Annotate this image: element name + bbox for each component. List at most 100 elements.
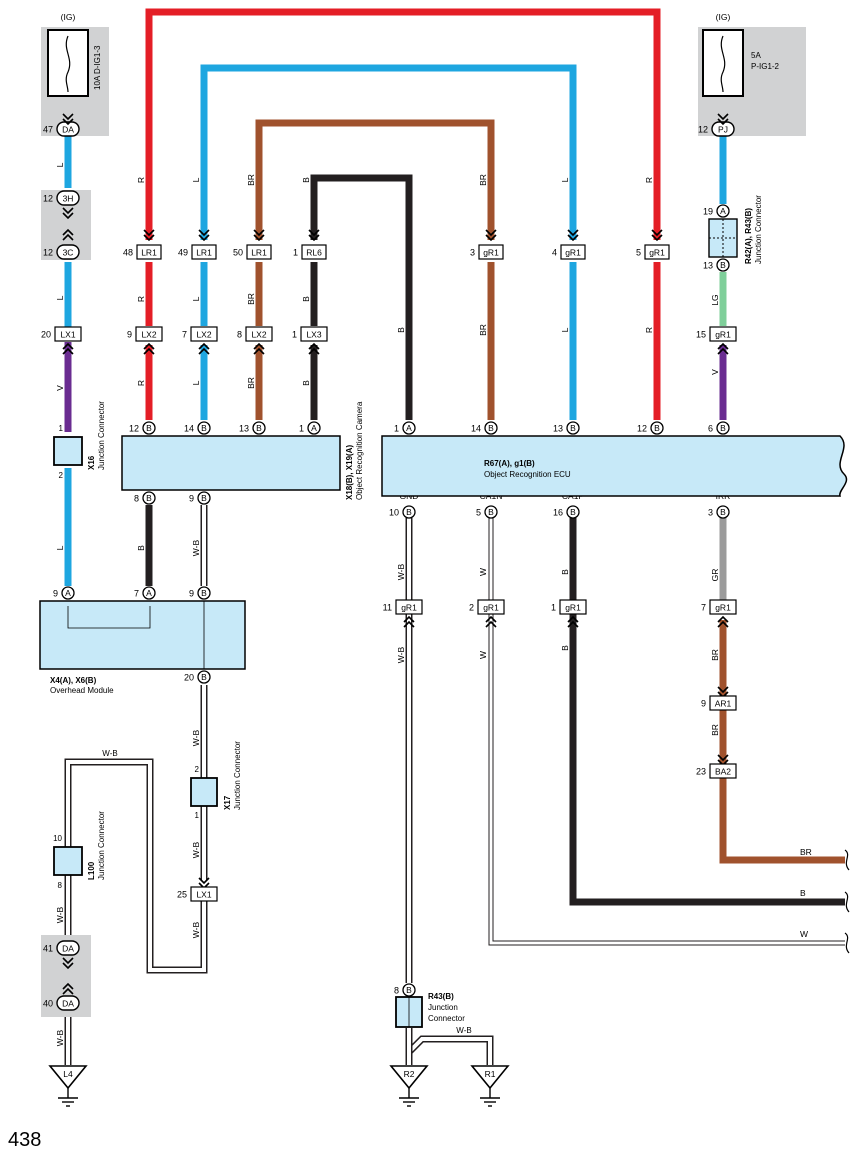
connector-code: 3H [63, 194, 74, 204]
pin-circle [716, 421, 730, 435]
pin-circle [716, 204, 730, 218]
wire-label: BR [246, 293, 256, 305]
wire-label: BR [710, 649, 720, 661]
wire-label: R [136, 177, 146, 183]
wire-label: BR [478, 174, 488, 186]
pin-number: 10 [389, 508, 399, 518]
label: Junction [428, 1003, 458, 1012]
pin-code: B [146, 423, 152, 433]
connector-oval [56, 940, 80, 956]
pin-circle [197, 586, 211, 600]
svg-text:(IG): (IG) [61, 12, 76, 22]
pin-number: 50 [233, 248, 243, 258]
pin-number: 15 [696, 330, 706, 340]
pin-circle [566, 421, 580, 435]
pin-number: 6 [708, 424, 713, 434]
connector-code: gR1 [483, 248, 499, 258]
junction-desc: Junction Connector [233, 741, 242, 810]
pin-circle [402, 983, 416, 997]
connector-box [54, 326, 82, 342]
fuse-right: (IG) 5A P-IG1-2 [702, 12, 780, 97]
pin-number: 13 [703, 261, 713, 271]
pin-number: 11 [383, 603, 392, 613]
connector-box [644, 244, 670, 260]
wire-label: W-B [191, 841, 201, 858]
pin-circle [307, 421, 321, 435]
pin-code: B [720, 507, 726, 517]
page-number: 438 [8, 1129, 41, 1151]
wire-label: B [396, 327, 406, 333]
wire-label: BR [710, 724, 720, 736]
junction-name: X16 [87, 455, 96, 470]
pin-number: 12 [698, 125, 708, 135]
wire-label: BR [246, 174, 256, 186]
pin-code: B [720, 260, 726, 270]
pin-circle [252, 421, 266, 435]
pin-circle [197, 670, 211, 684]
junction-box [53, 436, 83, 466]
connector-code: gR1 [649, 248, 665, 258]
pin-number: 5 [476, 508, 481, 518]
pin-number: 7 [134, 589, 139, 599]
connector-code: DA [62, 125, 74, 135]
object-recognition-ecu: R67(A), g1(B) Object Recognition ECU [381, 435, 848, 497]
connector-box [709, 695, 737, 711]
pin-code: B [201, 493, 207, 503]
svg-text:Object Recognition Camera: Object Recognition Camera [355, 401, 364, 500]
fuse-left: (IG) 10A D-IG1-3 [47, 12, 102, 97]
svg-text:Overhead Module: Overhead Module [50, 686, 114, 695]
pin-number: 3 [470, 248, 475, 258]
pin-number: 20 [184, 673, 194, 683]
pin-code: B [406, 985, 412, 995]
junction-name: R42(A), R43(B) [744, 208, 753, 264]
cut-mark [844, 932, 850, 954]
connector-code: gR1 [401, 603, 417, 613]
pin-circle [650, 421, 664, 435]
svg-text:P-IG1-2: P-IG1-2 [751, 62, 780, 71]
wire-label: B [301, 177, 311, 183]
pin-number: 1 [293, 248, 298, 258]
pin-number: 8 [394, 986, 399, 996]
pin-code: B [201, 672, 207, 682]
pin-circle [402, 421, 416, 435]
connector-code: RL6 [306, 248, 322, 258]
pin-number: 1 [394, 424, 399, 434]
connector-box [190, 326, 218, 342]
pin-circle [484, 505, 498, 519]
wire-label: GR [710, 569, 720, 582]
pin-number: 12 [43, 248, 53, 258]
label: 1 [59, 424, 64, 433]
connector-code: gR1 [565, 248, 581, 258]
label: R43(B) [428, 992, 454, 1001]
wire-label: V [710, 369, 720, 375]
pin-number: 13 [239, 424, 249, 434]
connector-code: LX3 [306, 330, 321, 340]
svg-text:Object Recognition ECU: Object Recognition ECU [484, 470, 571, 479]
connector-box [559, 599, 587, 615]
pin-code: B [570, 507, 576, 517]
wire-label: W-B [55, 906, 65, 923]
pin-circle [142, 491, 156, 505]
pin-number: 3 [708, 508, 713, 518]
label: 2 [195, 765, 200, 774]
junction-box [53, 846, 83, 876]
connector-box [709, 599, 737, 615]
pin-code: A [146, 588, 152, 598]
wire-label: R [136, 380, 146, 386]
junction-desc: Junction Connector [97, 811, 106, 880]
wire-label: V [55, 385, 65, 391]
pin-number: 12 [637, 424, 647, 434]
connector-box [191, 244, 217, 260]
cut-mark [844, 849, 850, 871]
connector-code: AR1 [715, 699, 732, 709]
ground-symbol [48, 1065, 88, 1090]
pin-number: 47 [43, 125, 53, 135]
connector-box [245, 326, 273, 342]
wire-label: BR [478, 324, 488, 336]
wire-label: L [191, 177, 201, 182]
pin-code: A [406, 423, 412, 433]
junction-desc: Junction Connector [754, 195, 763, 264]
connector-code: gR1 [715, 603, 731, 613]
pin-number: 4 [552, 248, 557, 258]
connector-box [136, 244, 162, 260]
